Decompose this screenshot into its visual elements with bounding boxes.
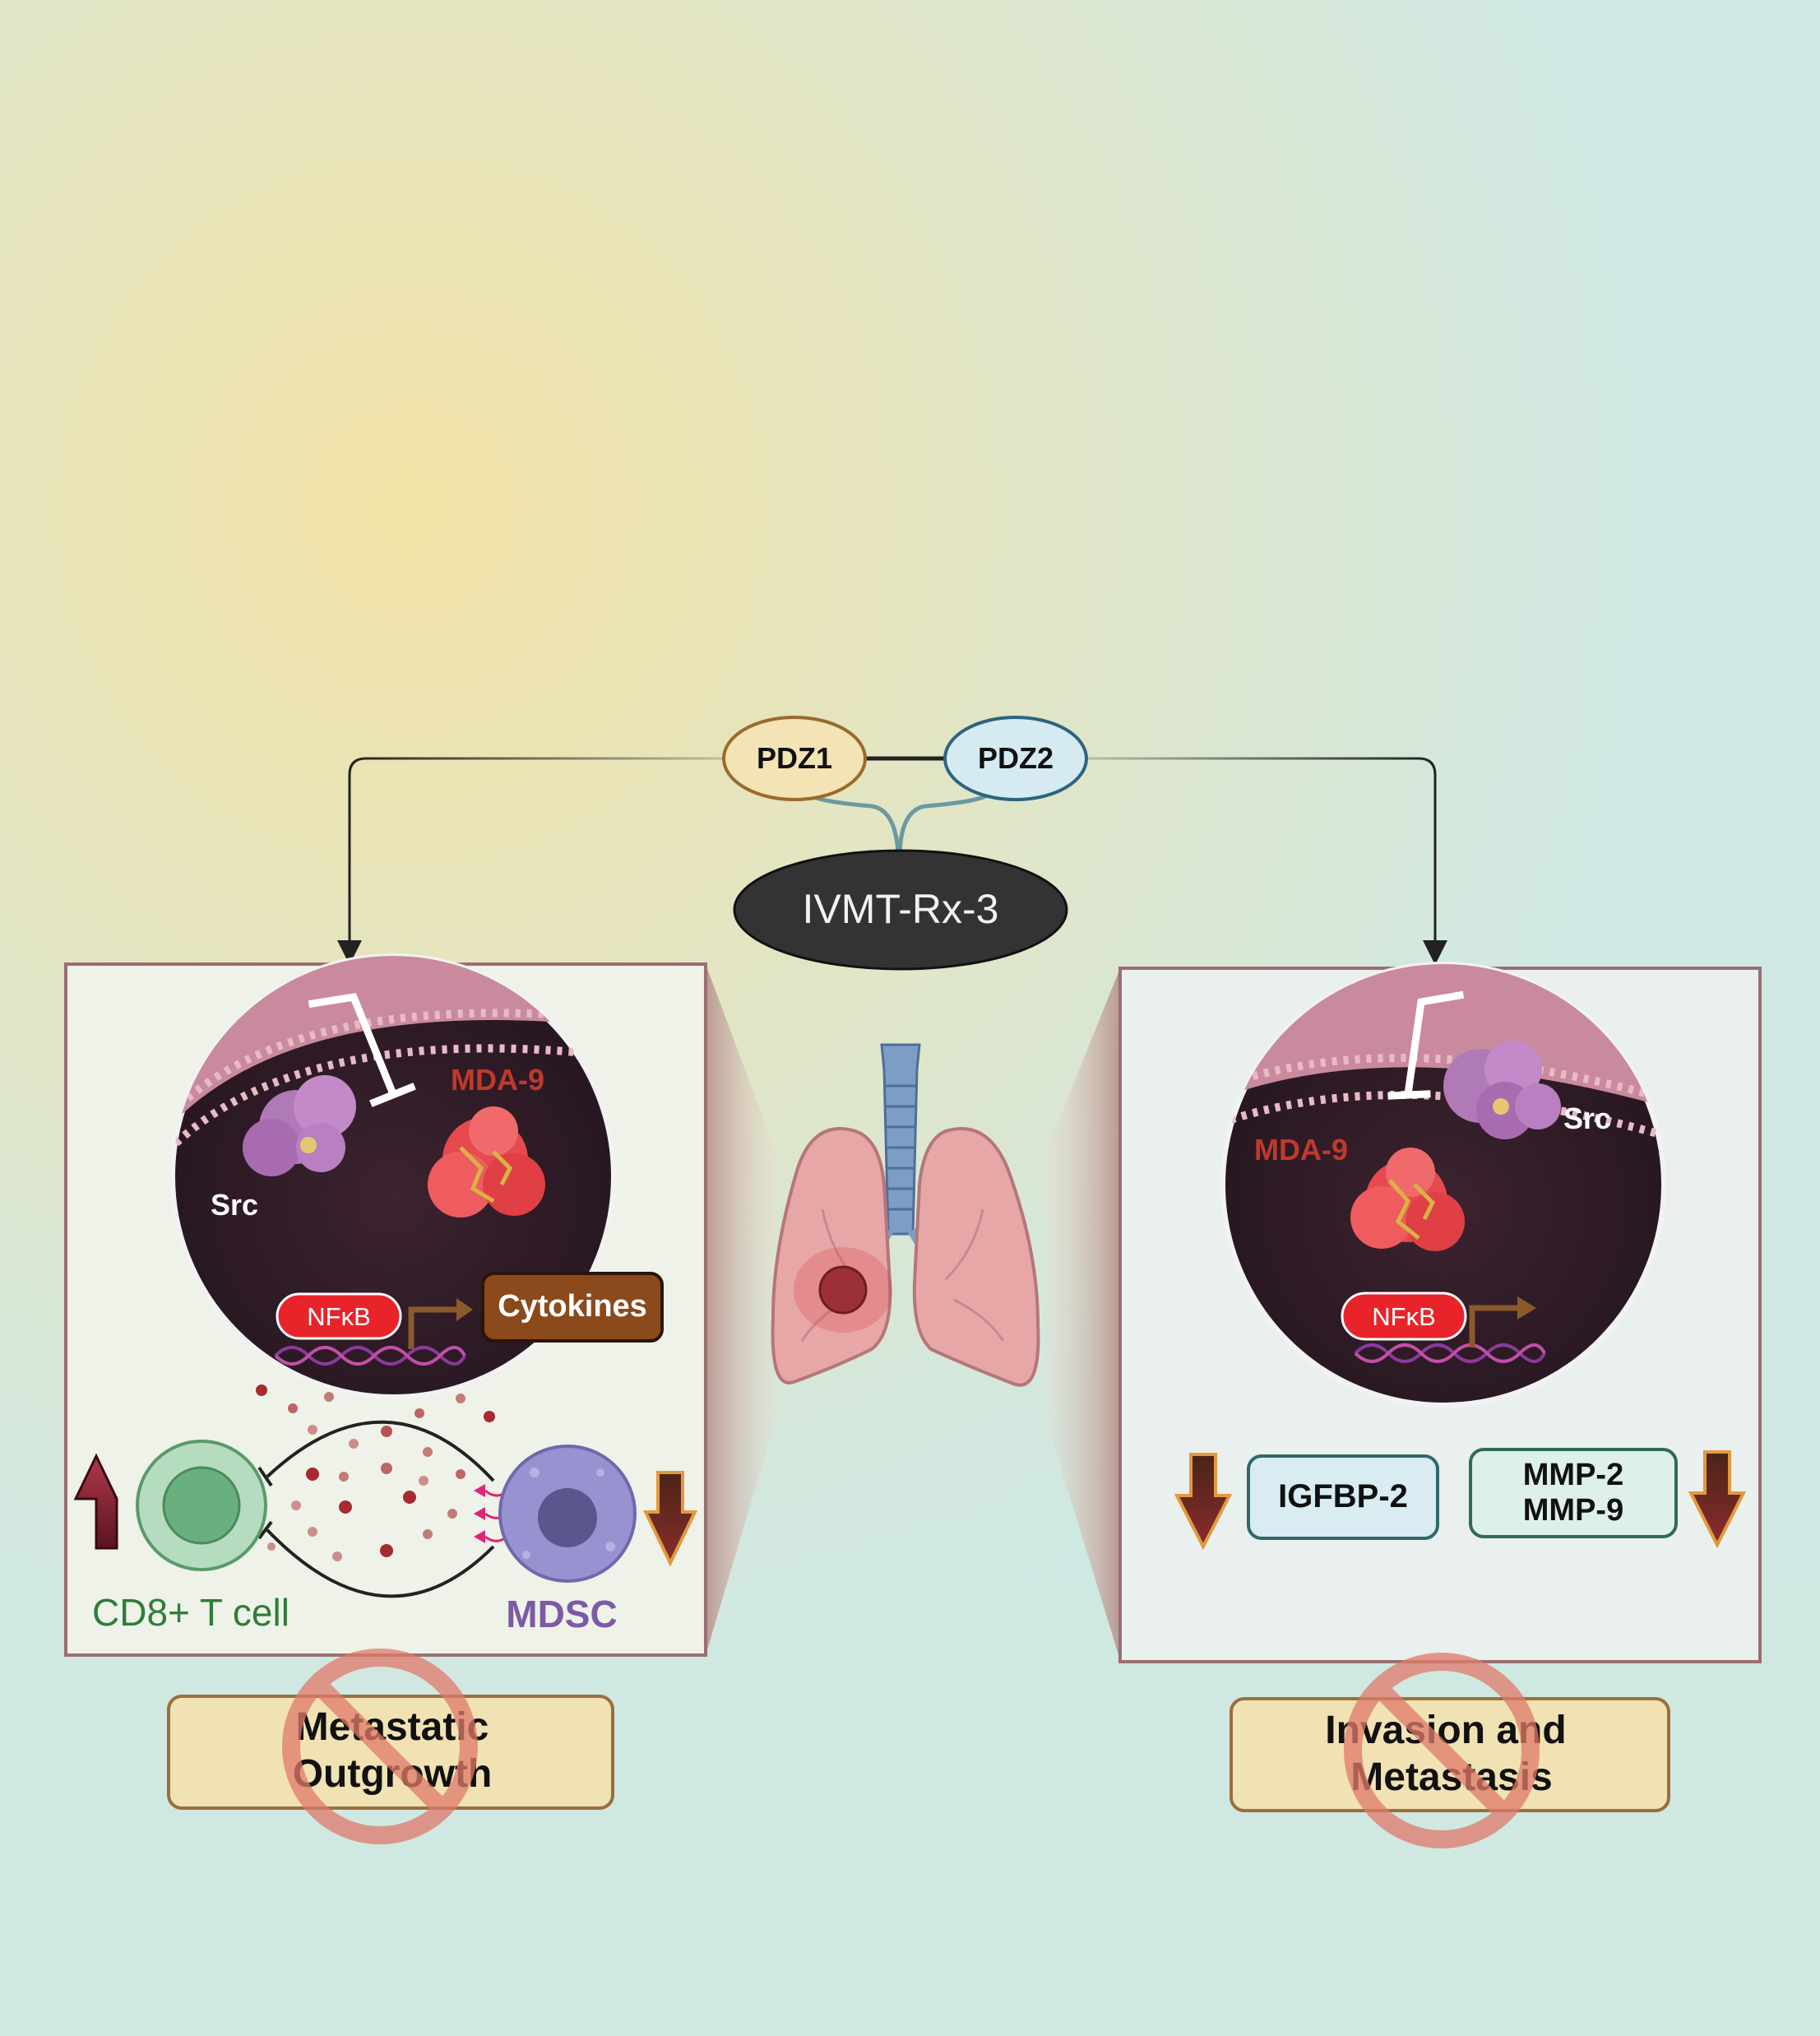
pdz1-domain: PDZ1 (722, 716, 867, 801)
left-connector (348, 757, 724, 946)
tcell-label: CD8+ T cell (92, 1591, 289, 1634)
right-mda9-label: MDA-9 (1254, 1133, 1348, 1166)
right-prohibition-icon (1344, 1653, 1540, 1848)
igfbp2-box: IGFBP-2 (1247, 1454, 1439, 1540)
right-src-protein (1443, 1041, 1561, 1139)
right-nfkb-label: NFκB (1372, 1302, 1436, 1331)
right-connector (1087, 757, 1437, 946)
mmp-box: MMP-2 MMP-9 (1469, 1448, 1678, 1538)
mmp-down-arrow (1688, 1450, 1747, 1549)
right-funnel (1044, 968, 1120, 1660)
mmp2-label: MMP-2 (1523, 1458, 1623, 1492)
left-prohibition-icon (282, 1649, 478, 1844)
left-dna-strand2 (274, 1346, 466, 1366)
drug-ellipse: IVMT-Rx-3 (733, 849, 1068, 971)
left-nfkb-label: NFκB (307, 1302, 371, 1331)
tcell-inhibition-bottom (257, 1520, 273, 1540)
mdsc-down-arrow (642, 1471, 698, 1567)
cytokine-particles (256, 1384, 495, 1561)
left-inhibition-symbol (308, 992, 416, 1107)
left-membrane-outer (173, 1009, 614, 1143)
lungs-illustration (771, 1043, 1040, 1387)
pdz2-label: PDZ2 (978, 741, 1054, 775)
lung-vessels (800, 1208, 1005, 1342)
cd8-t-cell (136, 1440, 267, 1571)
mdsc-to-tcell-arc-bottom (266, 1528, 495, 1598)
left-transcription-arrowhead (456, 1298, 473, 1321)
right-transcription-arrowhead (1517, 1296, 1536, 1319)
tcell-inhibition-top (257, 1466, 273, 1487)
igfbp2-label: IGFBP-2 (1278, 1478, 1408, 1514)
right-src-label: Src (1563, 1101, 1611, 1135)
pdz1-label: PDZ1 (757, 741, 832, 775)
right-mda9-protein (1350, 1148, 1465, 1251)
left-src-protein (243, 1075, 356, 1176)
pdz2-domain: PDZ2 (943, 716, 1088, 801)
lung-tumor (818, 1265, 868, 1315)
mdsc-label: MDSC (506, 1593, 617, 1635)
trachea (880, 1043, 921, 1236)
left-transcription-arrow (408, 1306, 461, 1349)
cytokines-box: Cytokines (481, 1272, 664, 1343)
left-mda9-protein (428, 1106, 545, 1217)
left-funnel (706, 964, 777, 1655)
igfbp2-down-arrow (1174, 1453, 1233, 1551)
drug-binding-stem (808, 793, 989, 856)
drug-label: IVMT-Rx-3 (803, 886, 999, 932)
left-nfkb-box: NFκB (276, 1292, 402, 1340)
right-dna-strand2 (1354, 1343, 1546, 1363)
left-lung (771, 1127, 892, 1384)
tcell-up-arrow (73, 1453, 118, 1550)
right-inhibition-symbol (1387, 990, 1465, 1100)
right-nfkb-box: NFκB (1341, 1292, 1467, 1341)
mdsc-to-tcell-arc-top (266, 1420, 495, 1482)
cytokines-label: Cytokines (498, 1289, 647, 1324)
right-lung (912, 1127, 1040, 1387)
left-src-label: Src (211, 1188, 258, 1222)
mdsc-signaling-arrowheads (474, 1484, 485, 1543)
left-mda9-label: MDA-9 (451, 1063, 544, 1097)
right-transcription-arrow (1469, 1305, 1521, 1347)
mmp9-label: MMP-9 (1523, 1493, 1623, 1528)
mdsc-cell (498, 1445, 637, 1583)
